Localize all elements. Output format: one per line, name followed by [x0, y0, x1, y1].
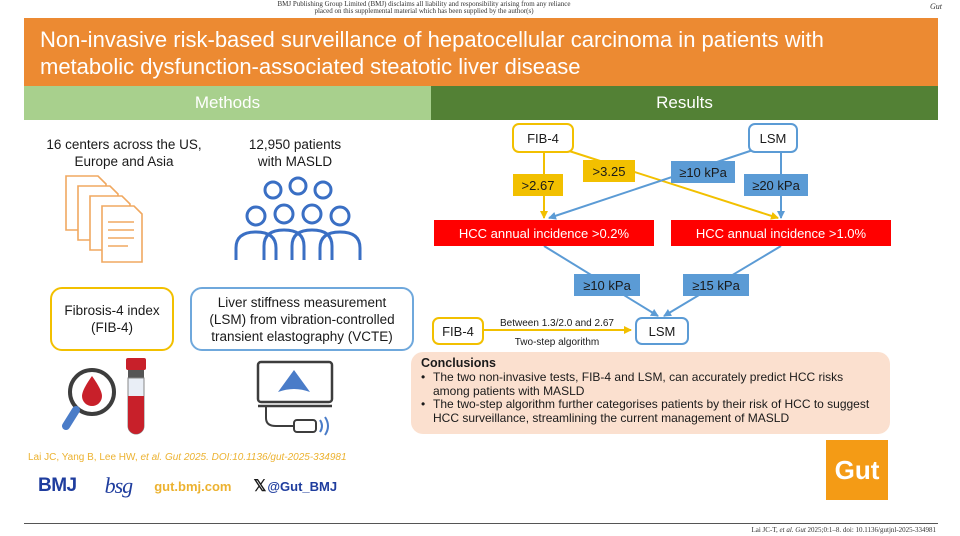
lower-lsm-low: ≥10 kPa: [583, 278, 631, 293]
results-header: Results: [431, 86, 938, 120]
logo-row: BMJ bsg gut.bmj.com 𝕏 @Gut_BMJ: [38, 473, 337, 498]
hcc-high-label: HCC annual incidence >1.0%: [696, 226, 867, 241]
footer-doi: 2025;0:1–8. doi: 10.1136/gutjnl-2025-334…: [807, 526, 936, 534]
disclaimer: BMJ Publishing Group Limited (BMJ) discl…: [0, 0, 960, 16]
results-lsm-label: LSM: [760, 131, 787, 146]
conclusion-text-1: The two non-invasive tests, FIB-4 and LS…: [433, 370, 844, 398]
patients-line-1: 12,950 patients: [248, 137, 342, 152]
lsm-box: Liver stiffness measurement (LSM) from v…: [190, 287, 414, 351]
results-fib4-box: [512, 123, 574, 153]
footer-divider: [24, 523, 938, 524]
patients-line-2: with MASLD: [257, 154, 333, 169]
footer-authors: Lai JC-T,: [751, 526, 778, 534]
results-flow-diagram: FIB-4 LSM >2.67 >3.25 ≥10 kPa ≥20 kPa HC…: [432, 123, 891, 348]
citation-etal: et al.: [140, 452, 163, 463]
page-title: Non-invasive risk-based surveillance of …: [40, 27, 824, 79]
conclusions-box: Conclusions • The two non-invasive tests…: [411, 352, 890, 434]
citation: Lai JC, Yang B, Lee HW, et al. Gut 2025.…: [28, 452, 347, 463]
title-bar: Non-invasive risk-based surveillance of …: [24, 18, 938, 86]
footer-etal: et al.: [779, 526, 794, 534]
fib4-threshold-high: >3.25: [593, 164, 626, 179]
results-lsm-box: [748, 123, 798, 153]
bmj-logo: BMJ: [38, 475, 77, 496]
step-lsm-label: LSM: [649, 324, 676, 339]
conclusion-item: • The two non-invasive tests, FIB-4 and …: [421, 370, 880, 398]
bullet-icon: •: [421, 370, 426, 384]
hcc-low-box: [434, 220, 654, 246]
conclusion-text-2: The two-step algorithm further categoris…: [433, 397, 870, 425]
lsm-threshold-low: ≥10 kPa: [679, 165, 727, 180]
gut-logo: Gut: [826, 440, 888, 500]
results-fib4-label: FIB-4: [527, 131, 559, 146]
fib4-line-2: (FIB-4): [90, 320, 133, 335]
ultrasound-machine-icon: [256, 360, 334, 436]
documents-icon: [65, 175, 143, 263]
blood-test-tube-icon: [126, 358, 146, 435]
lower-lsm-high-badge: [683, 274, 749, 296]
step-fib4-label: FIB-4: [442, 324, 474, 339]
footer-citation: Lai JC-T, et al. Gut 2025;0:1–8. doi: 10…: [751, 526, 936, 534]
fib4-line-1: Fibrosis-4 index: [64, 303, 160, 318]
centers-text: 16 centers across the US, Europe and Asi…: [34, 136, 214, 170]
lsm-line-3: transient elastography (VCTE): [211, 328, 393, 344]
x-handle-text: @Gut_BMJ: [267, 478, 338, 494]
centers-line-2: Europe and Asia: [74, 154, 174, 169]
fib4-threshold-high-badge: [583, 160, 635, 182]
hcc-low-label: HCC annual incidence >0.2%: [459, 226, 630, 241]
lsm-line-2: (LSM) from vibration-controlled: [209, 311, 395, 327]
step-fib4-box: [432, 317, 484, 345]
journal-corner: Gut: [930, 2, 942, 11]
conclusions-title: Conclusions: [421, 356, 497, 370]
conclusion-item: • The two-step algorithm further categor…: [421, 397, 880, 425]
patients-text: 12,950 patients with MASLD: [230, 136, 360, 170]
lower-lsm-high: ≥15 kPa: [692, 278, 740, 293]
people-icon: [234, 176, 362, 260]
hcc-high-box: [671, 220, 891, 246]
lsm-threshold-high-badge: [744, 174, 808, 196]
disclaimer-line-2: placed on this supplemental material whi…: [314, 7, 534, 15]
methods-header: Methods: [24, 86, 431, 120]
gut-url-link[interactable]: gut.bmj.com: [154, 478, 232, 494]
centers-line-1: 16 centers across the US,: [46, 137, 202, 152]
x-handle-link[interactable]: 𝕏 @Gut_BMJ: [253, 476, 337, 496]
step-range-label: Between 1.3/2.0 and 2.67: [500, 318, 614, 329]
fib4-box: Fibrosis-4 index (FIB-4): [50, 287, 174, 351]
fib4-threshold-low-badge: [513, 174, 563, 196]
disclaimer-line-1: BMJ Publishing Group Limited (BMJ) discl…: [277, 0, 571, 8]
lsm-threshold-low-badge: [671, 161, 735, 183]
two-step-algorithm-label: Two-step algorithm: [515, 337, 599, 348]
fib4-threshold-low: >2.67: [522, 178, 555, 193]
lsm-line-1: Liver stiffness measurement: [217, 294, 387, 310]
lsm-threshold-high: ≥20 kPa: [752, 178, 800, 193]
citation-journal: Gut 2025. DOI:10.1136/gut-2025-334981: [164, 452, 347, 463]
lower-lsm-low-badge: [574, 274, 640, 296]
citation-authors: Lai JC, Yang B, Lee HW,: [28, 452, 138, 463]
bullet-icon: •: [421, 397, 426, 411]
footer-journal: Gut: [795, 526, 806, 534]
step-lsm-box: [635, 317, 689, 345]
bsg-logo: bsg: [104, 473, 134, 498]
lsm-to-low-hcc-line: [548, 149, 754, 220]
magnifier-blood-drop-icon: [62, 368, 116, 430]
x-logo-icon: 𝕏: [253, 478, 267, 495]
